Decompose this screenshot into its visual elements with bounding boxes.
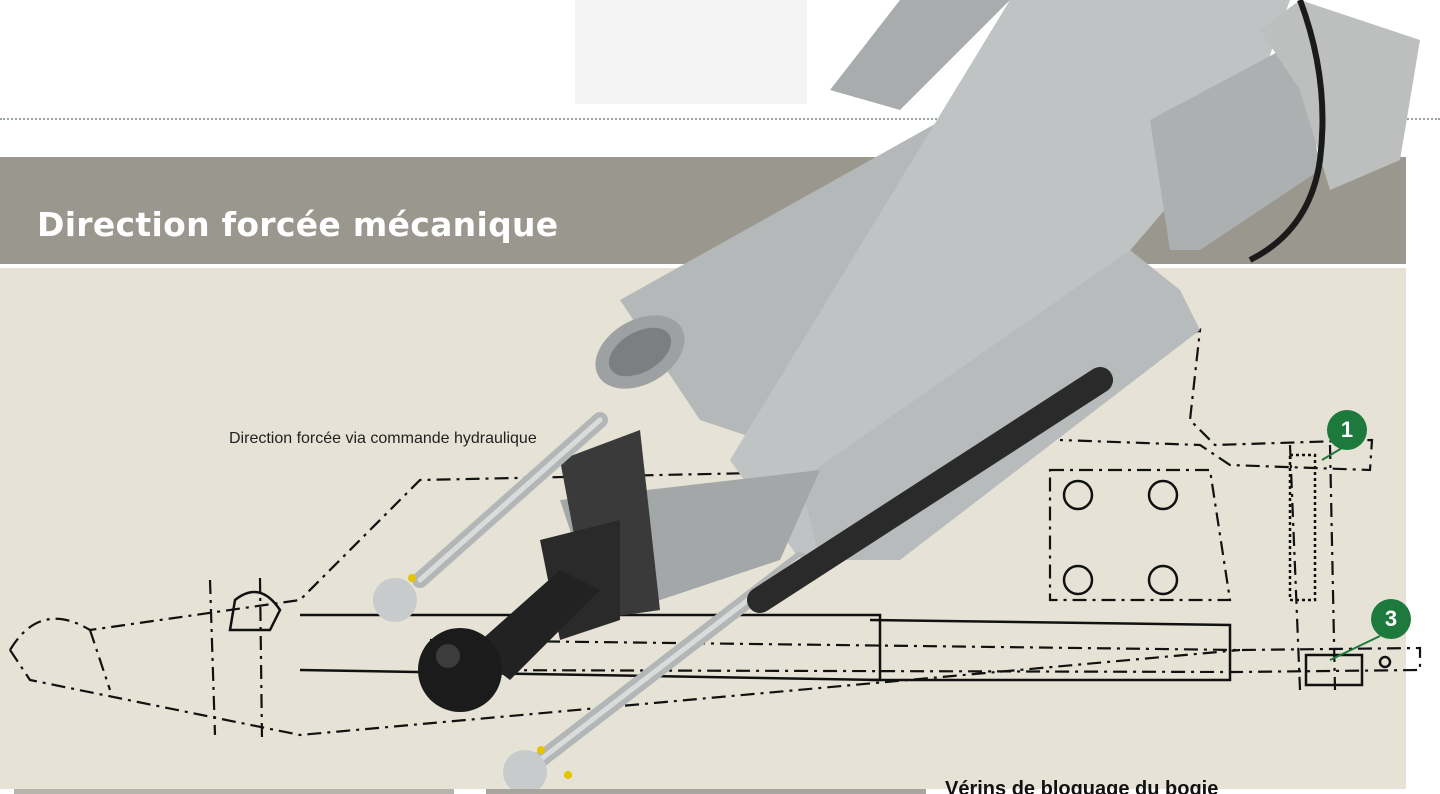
section-heading-partial: Vérins de bloquage du bogie <box>945 778 1219 794</box>
galvanized-drawbar <box>540 0 1420 640</box>
callout-badge-1: 1 <box>1327 410 1367 450</box>
bottom-photo-1 <box>14 789 454 794</box>
photo-background-area <box>575 0 807 104</box>
callout-badge-3: 3 <box>1371 599 1411 639</box>
tow-eye <box>418 570 600 712</box>
page-title: Direction forcée mécanique <box>37 205 559 244</box>
technical-drawing-outline <box>9 328 1422 741</box>
bottom-text-area <box>940 789 1400 794</box>
figure-caption: Direction forcée via commande hydrauliqu… <box>229 430 537 447</box>
hydraulic-hose <box>1248 0 1326 263</box>
dotted-divider <box>0 118 1440 120</box>
bottom-photo-2 <box>486 789 926 794</box>
hydraulic-rods <box>373 367 1113 794</box>
